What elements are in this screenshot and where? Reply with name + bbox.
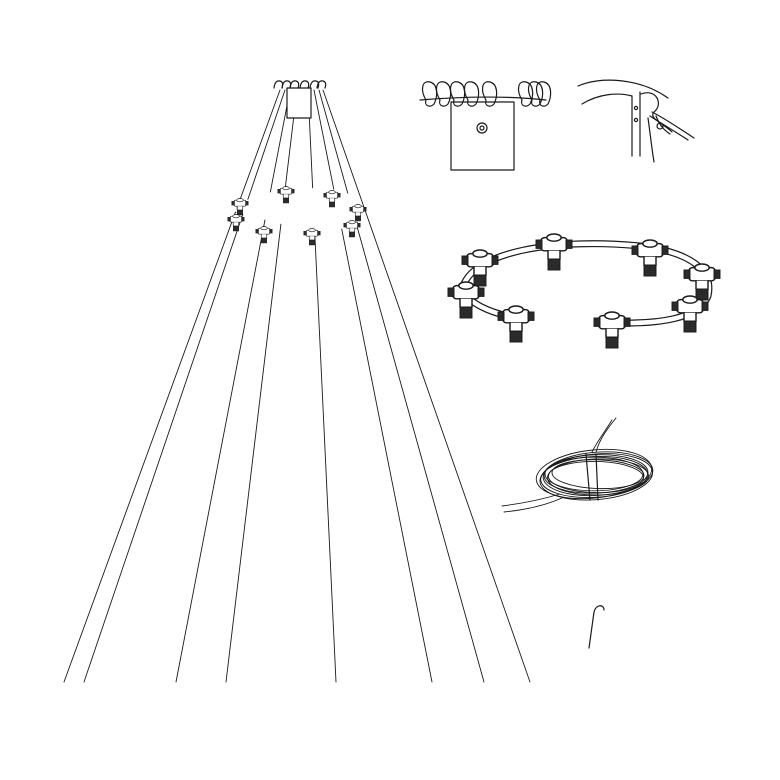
large-connector <box>535 233 573 271</box>
mount-plate <box>450 101 515 171</box>
small-connector <box>255 226 273 244</box>
large-connector <box>683 263 721 301</box>
hook <box>421 81 438 107</box>
small-connector-ring <box>235 188 364 233</box>
mount-bolt <box>476 122 488 134</box>
large-connector <box>631 239 669 277</box>
small-connectors <box>227 186 367 246</box>
large-connector <box>593 311 631 349</box>
large-connector <box>461 249 499 287</box>
large-connectors <box>447 233 721 349</box>
ground-stake-icon <box>588 605 605 649</box>
coiled-cable-icon <box>501 417 654 513</box>
small-connector <box>323 190 341 208</box>
hook <box>463 81 480 107</box>
small-connector <box>343 220 361 238</box>
mount-bolt-center <box>479 125 485 131</box>
hook <box>527 81 544 107</box>
hook <box>481 81 498 107</box>
small-connector <box>349 204 367 222</box>
top-mount-hooks-icon <box>419 81 552 171</box>
light-strands <box>63 89 531 683</box>
small-connector <box>227 214 245 232</box>
hook <box>435 81 452 107</box>
hook-clip-detail-icon <box>577 79 695 163</box>
small-connector <box>277 186 295 204</box>
mount-hooks <box>419 81 552 107</box>
hook <box>535 81 552 107</box>
small-connector <box>303 228 321 246</box>
light-tree-assembly-icon <box>63 80 531 683</box>
small-connector <box>231 198 249 216</box>
top-hooks <box>273 80 327 89</box>
large-connector <box>497 305 535 343</box>
connector-ring-icon <box>447 233 721 349</box>
large-connector <box>447 281 485 319</box>
hook <box>517 81 534 107</box>
top-plate <box>286 87 312 119</box>
large-connector <box>671 295 709 333</box>
